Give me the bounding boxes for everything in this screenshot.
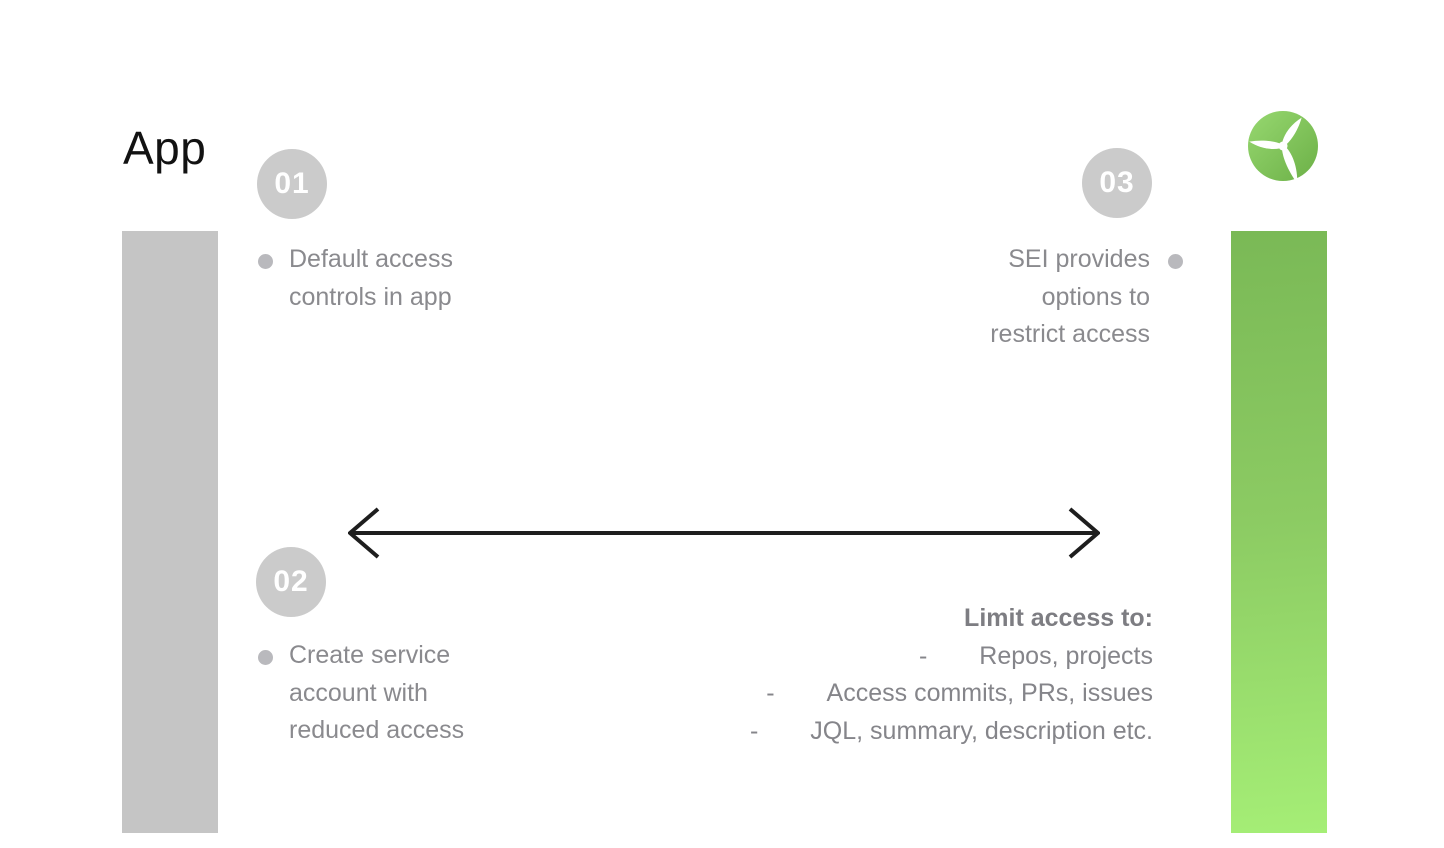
dash-bullet: - [918, 641, 928, 670]
limit-access-list: Limit access to: - Repos, projects - Acc… [750, 600, 1153, 750]
list-item-text: Access commits, PRs, issues [826, 679, 1153, 707]
step-badge-03: 03 [1082, 148, 1152, 218]
page-title: App [123, 122, 207, 174]
list-item: - Access commits, PRs, issues [766, 675, 1153, 713]
harness-sei-logo-icon [1246, 109, 1320, 184]
bullet-icon [258, 650, 273, 665]
bullet-icon [1168, 254, 1183, 269]
list-item: - Repos, projects [919, 638, 1153, 676]
dash-bullet: - [749, 716, 759, 745]
step-badge-02-label: 02 [273, 565, 309, 598]
limit-access-heading: Limit access to: [964, 604, 1153, 632]
list-item-text: Repos, projects [979, 641, 1153, 670]
step-badge-02: 02 [256, 547, 326, 617]
step-1-note: Default access controls in app [258, 241, 494, 316]
step-badge-03-label: 03 [1099, 166, 1135, 199]
double-headed-arrow-icon [346, 505, 1102, 566]
step-badge-01-label: 01 [274, 167, 310, 200]
step-2-note: Create service account with reduced acce… [258, 637, 494, 750]
list-item-text: JQL, summary, description etc. [810, 716, 1153, 745]
dash-bullet: - [766, 679, 775, 707]
sei-column-bar [1231, 231, 1327, 833]
bullet-icon [258, 254, 273, 269]
step-badge-01: 01 [257, 149, 327, 219]
app-column-bar [122, 231, 218, 833]
step-1-text: Default access controls in app [289, 245, 453, 311]
list-item: - JQL, summary, description etc. [750, 713, 1153, 751]
step-2-text: Create service account with reduced acce… [289, 641, 465, 744]
step-3-text: SEI provides options to restrict access [990, 245, 1150, 348]
step-3-note: SEI provides options to restrict access [972, 241, 1183, 354]
